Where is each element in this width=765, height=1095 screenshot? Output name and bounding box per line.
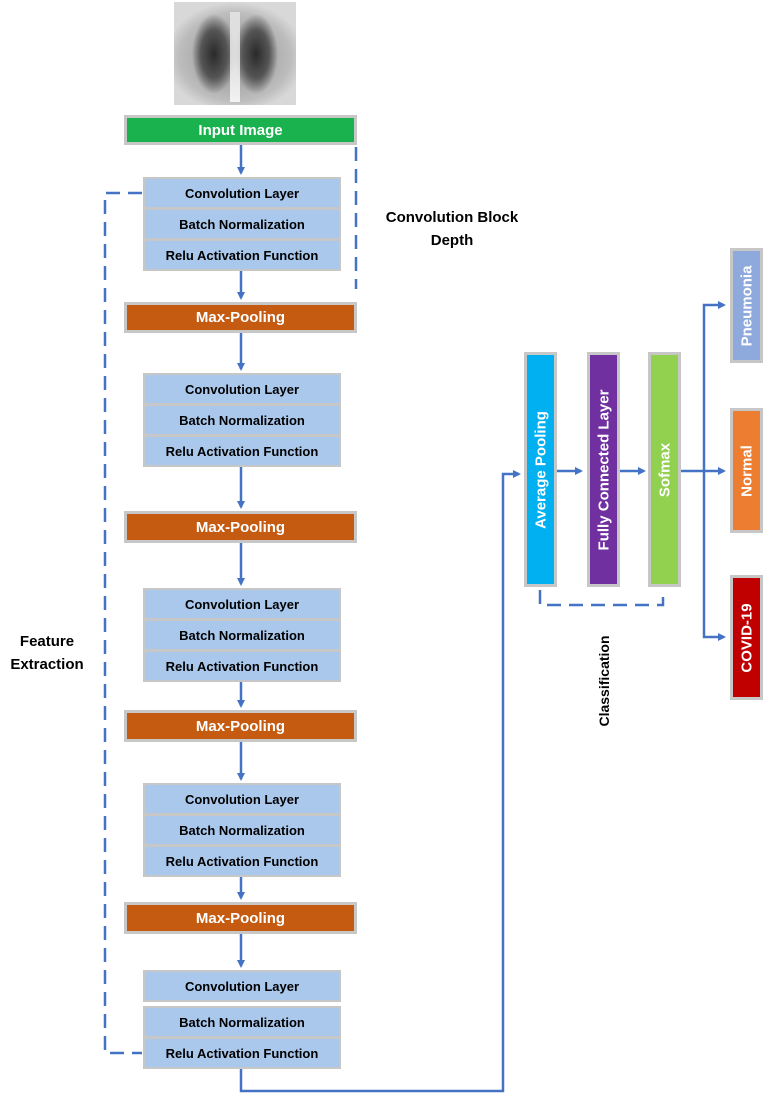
block3-bn-label: Batch Normalization	[179, 627, 305, 643]
max-pooling-4: Max-Pooling	[124, 902, 357, 934]
max-pooling-4-label: Max-Pooling	[195, 909, 286, 927]
block1-conv-label: Convolution Layer	[184, 185, 300, 201]
output-normal: Normal	[730, 408, 763, 533]
conv-block-depth-line1: Convolution Block	[385, 209, 519, 226]
max-pooling-1-label: Max-Pooling	[195, 309, 286, 326]
block3-batch-norm: Batch Normalization	[143, 619, 341, 651]
output-normal-label: Normal	[738, 444, 755, 497]
classification-text: Classification	[596, 635, 612, 727]
block4-conv-layer: Convolution Layer	[143, 783, 341, 815]
block1-batch-norm: Batch Normalization	[143, 208, 341, 240]
classification-bracket	[538, 590, 665, 607]
block2-conv-layer: Convolution Layer	[143, 373, 341, 405]
block3-conv-label: Convolution Layer	[184, 596, 300, 612]
block4-bn-label: Batch Normalization	[179, 822, 305, 838]
block2-bn-label: Batch Normalization	[179, 412, 305, 428]
arrow-softmax-to-pneumonia	[702, 301, 726, 471]
average-pooling-label: Average Pooling	[532, 410, 549, 529]
block2-batch-norm: Batch Normalization	[143, 404, 341, 436]
block5-bn-label: Batch Normalization	[179, 1014, 305, 1030]
block3-relu: Relu Activation Function	[143, 650, 341, 682]
classification-label: Classification	[593, 622, 615, 740]
conv-block-depth-line2: Depth	[430, 232, 474, 249]
block3-conv-layer: Convolution Layer	[143, 588, 341, 620]
max-pooling-3-label: Max-Pooling	[195, 717, 286, 735]
block5-conv-label: Convolution Layer	[184, 978, 300, 994]
block5-relu: Relu Activation Function	[143, 1037, 341, 1069]
input-image-label: Input Image	[198, 121, 283, 139]
feature-extraction-bracket	[103, 191, 142, 1055]
softmax-label: Sofmax	[656, 442, 673, 497]
max-pooling-2-label: Max-Pooling	[195, 518, 286, 536]
block1-relu: Relu Activation Function	[143, 239, 341, 271]
block1-conv-layer: Convolution Layer	[143, 177, 341, 209]
output-pneumonia: Pneumonia	[730, 248, 763, 363]
softmax-box: Sofmax	[648, 352, 681, 587]
block5-conv-layer: Convolution Layer	[143, 970, 341, 1002]
block4-conv-label: Convolution Layer	[184, 791, 300, 807]
input-image-box: Input Image	[124, 115, 357, 145]
max-pooling-3: Max-Pooling	[124, 710, 357, 742]
average-pooling-box: Average Pooling	[524, 352, 557, 587]
chest-xray-image	[174, 2, 296, 105]
block2-relu-label: Relu Activation Function	[165, 443, 319, 459]
feature-extraction-line1: Feature	[19, 633, 75, 650]
arrow-block5-to-avgpool	[239, 470, 521, 1093]
block4-relu: Relu Activation Function	[143, 845, 341, 877]
block3-relu-label: Relu Activation Function	[165, 658, 319, 674]
output-pneumonia-label: Pneumonia	[738, 265, 755, 346]
conv-block-depth-label: Convolution Block Depth	[377, 206, 527, 252]
max-pooling-2: Max-Pooling	[124, 511, 357, 543]
block4-relu-label: Relu Activation Function	[165, 853, 319, 869]
block1-relu-label: Relu Activation Function	[165, 247, 319, 263]
block2-relu: Relu Activation Function	[143, 435, 341, 467]
feature-extraction-label: Feature Extraction	[2, 630, 92, 676]
arrow-softmax-to-covid	[702, 471, 726, 641]
block5-batch-norm: Batch Normalization	[143, 1006, 341, 1038]
output-covid19-label: COVID-19	[738, 602, 755, 673]
feature-extraction-line2: Extraction	[10, 656, 84, 673]
block1-bn-label: Batch Normalization	[179, 216, 305, 232]
fully-connected-box: Fully Connected Layer	[587, 352, 620, 587]
block2-conv-label: Convolution Layer	[184, 381, 300, 397]
block5-relu-label: Relu Activation Function	[165, 1045, 319, 1061]
fully-connected-label: Fully Connected Layer	[595, 389, 612, 550]
block4-batch-norm: Batch Normalization	[143, 814, 341, 846]
output-covid19: COVID-19	[730, 575, 763, 700]
max-pooling-1: Max-Pooling	[124, 302, 357, 333]
